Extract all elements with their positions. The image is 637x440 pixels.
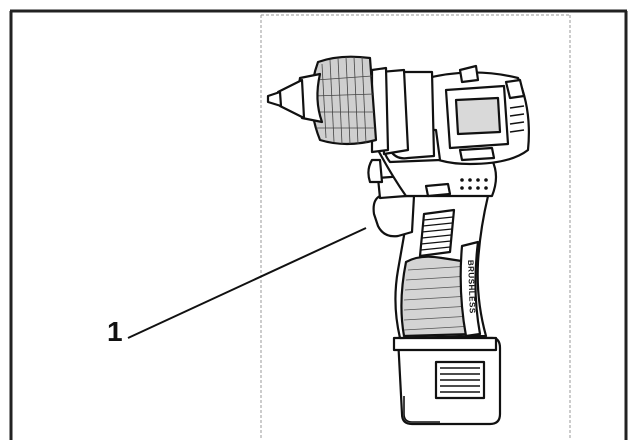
brushless-label: BRUSHLESS [466,260,477,314]
chuck [266,55,378,146]
outer-frame [9,9,628,440]
direction-switch [424,182,452,198]
callout-leader-line [127,227,367,339]
gearbox-collar [370,66,436,160]
drill-handle [394,184,490,340]
motor-housing [381,64,530,166]
callout-number: 1 [107,316,123,347]
drill-illustration: BRUSHLESS [266,55,530,426]
led-dots [460,178,488,190]
dashed-guide-box [260,14,571,440]
battery-pack [392,336,502,426]
